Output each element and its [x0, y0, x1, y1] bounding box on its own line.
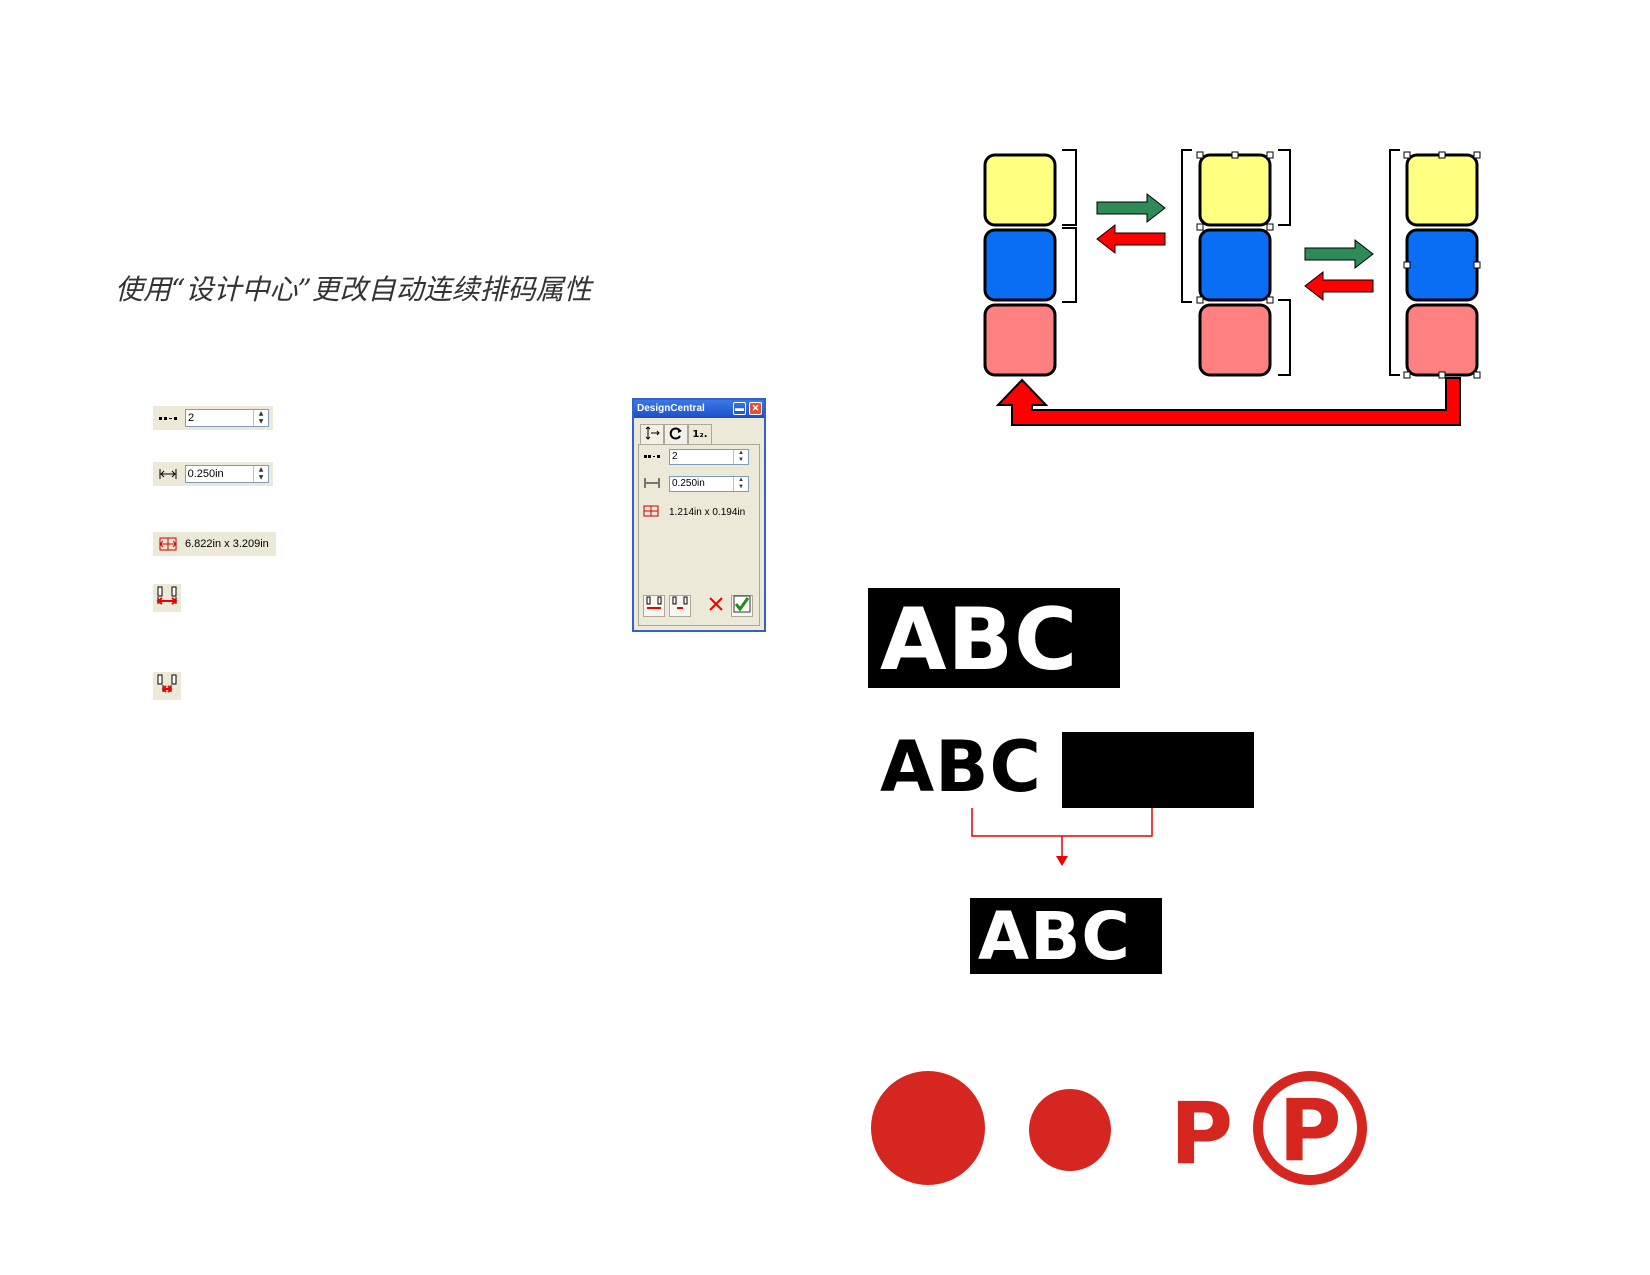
spacing-stepper[interactable]: ▲▼ [253, 466, 268, 482]
col3-yellow-tile [1405, 153, 1479, 227]
dc-spacing-row: 0.250in ▲▼ [643, 476, 749, 492]
numbering-tab-label: 1₂. [692, 429, 708, 440]
abc-block-2 [1062, 732, 1254, 808]
circled-p-ring [1253, 1071, 1367, 1185]
spacing-value: 0.250in [187, 468, 224, 480]
copy-count-value: 2 [188, 412, 195, 424]
minimize-icon: ▬ [735, 403, 744, 413]
col1-blue-tile [983, 228, 1057, 302]
size-readout: 6.822in x 3.209in [153, 532, 276, 556]
plain-p-letter: P [1170, 1084, 1233, 1184]
dc-spacing-input[interactable]: 0.250in ▲▼ [669, 476, 749, 492]
dc-size-row: 1.214in x 0.194in [643, 505, 745, 520]
spacing-icon [157, 466, 179, 482]
design-central-window: DesignCentral ▬ ✕ 1₂. 2 [632, 398, 766, 632]
copy-count-stepper[interactable]: ▲▼ [253, 410, 268, 426]
tab-rotate[interactable] [664, 424, 688, 444]
dc-size-value: 1.214in x 0.194in [669, 507, 746, 518]
col2-selection-handles [1196, 151, 1274, 304]
dc-count-row: 2 ▲▼ [643, 449, 749, 465]
design-central-tabs: 1₂. [640, 424, 760, 444]
abc-block-3 [970, 898, 1162, 974]
tab-layout[interactable] [640, 424, 664, 444]
close-button[interactable]: ✕ [749, 402, 762, 415]
copy-count-input[interactable]: 2 ▲▼ [185, 409, 269, 427]
abc-text-2: ABC [880, 726, 1042, 808]
cancel-x-icon [708, 596, 724, 616]
page-title: 使用“设计中心”更改自动连续排码属性 [115, 273, 592, 306]
small-red-dot [1029, 1089, 1111, 1171]
gap-spacing-icon [155, 672, 179, 700]
check-icon [733, 595, 751, 617]
design-central-titlebar: DesignCentral ▬ ✕ [634, 400, 764, 418]
red-arrow-left-1 [1096, 223, 1166, 255]
col3-selection-handles [1403, 151, 1481, 379]
spacing-input[interactable]: 0.250in ▲▼ [184, 465, 269, 483]
window-title: DesignCentral [637, 403, 705, 414]
col1-yellow-tile [983, 153, 1057, 227]
col3-pink-tile [1405, 303, 1479, 377]
tab-numbering[interactable]: 1₂. [688, 424, 712, 444]
col1-bracket-bottom [1062, 227, 1077, 303]
connector-arrow-icon [1056, 856, 1068, 866]
col2-bracket-right-bottom [1278, 299, 1291, 376]
col1-pink-tile [983, 303, 1057, 377]
dc-count-stepper[interactable]: ▲▼ [733, 450, 748, 464]
red-return-arrow [995, 377, 1461, 426]
size-icon [157, 536, 179, 552]
abc-text-1: ABC [880, 590, 1079, 690]
green-arrow-right-2 [1304, 238, 1374, 270]
minimize-button[interactable]: ▬ [733, 402, 746, 415]
circled-p-letter: P [1278, 1081, 1341, 1181]
dc-edge-spacing-button[interactable] [643, 595, 665, 617]
rotate-icon [669, 426, 683, 443]
dc-count-input[interactable]: 2 ▲▼ [669, 449, 749, 465]
red-arrow-left-2 [1304, 270, 1374, 302]
col2-blue-tile [1198, 228, 1272, 302]
dotted-line-icon [157, 410, 179, 426]
copy-count-control: 2 ▲▼ [153, 406, 273, 430]
col2-bracket-right-top [1278, 149, 1291, 226]
dc-count-value: 2 [672, 451, 678, 462]
col3-blue-tile [1405, 228, 1479, 302]
col1-bracket-top [1062, 149, 1077, 226]
spacing-gap-button[interactable] [153, 672, 181, 700]
dc-size-icon [643, 505, 669, 520]
registration-marks: P P [871, 1071, 1367, 1185]
large-red-dot [871, 1071, 985, 1185]
dc-gap-spacing-button[interactable] [669, 595, 691, 617]
spacing-control: 0.250in ▲▼ [153, 462, 273, 486]
dc-edge-spacing-icon [645, 595, 663, 617]
col2-pink-tile [1198, 303, 1272, 377]
dc-apply-button[interactable] [731, 595, 753, 617]
spacing-edge-button[interactable] [153, 584, 181, 612]
size-value: 6.822in x 3.209in [185, 538, 269, 550]
dc-spacing-stepper[interactable]: ▲▼ [733, 477, 748, 491]
edge-spacing-icon [155, 584, 179, 612]
col2-yellow-tile [1198, 153, 1272, 227]
dc-spacing-value: 0.250in [672, 478, 705, 489]
sequence-diagram [983, 149, 1481, 426]
col2-bracket-left [1181, 149, 1192, 303]
dc-dotted-line-icon [643, 452, 669, 463]
abc-block-1 [868, 588, 1120, 688]
green-arrow-right-1 [1096, 192, 1166, 224]
dc-spacing-icon [643, 477, 669, 491]
col3-bracket-left [1389, 149, 1400, 376]
merge-connector [971, 808, 1153, 866]
dc-cancel-button[interactable] [705, 595, 727, 617]
layout-icon [644, 426, 660, 443]
abc-text-3: ABC [978, 898, 1131, 975]
design-central-panel: 2 ▲▼ 0.250in ▲▼ 1.214in x 0.194in [638, 444, 760, 626]
dc-gap-spacing-icon [671, 595, 689, 617]
close-icon: ✕ [751, 403, 760, 413]
